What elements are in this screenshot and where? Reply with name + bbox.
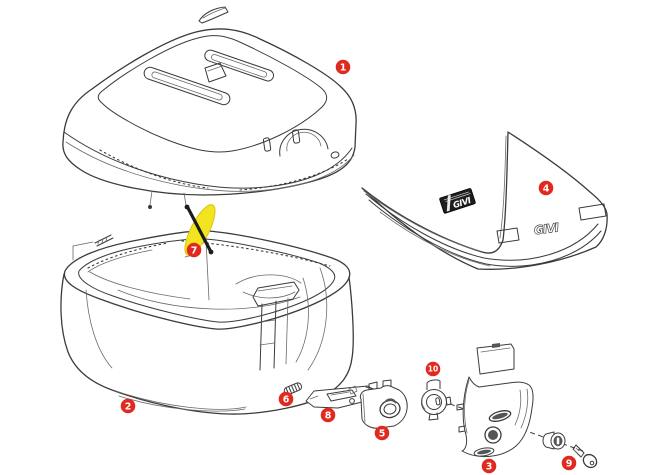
part-badge-5: 5 [374,425,390,441]
part-badge-3: 3 [481,458,497,474]
badge-layer: 1 2 3 4 5 6 7 8 9 10 [120,59,577,474]
base-case-part-2 [60,230,354,415]
lid-center-opening [204,62,227,83]
lock-cylinder-key-part-9 [542,431,598,469]
latch-plate-part-8 [305,385,381,409]
svg-text:2: 2 [125,401,132,412]
lid-clip-right [291,129,301,144]
svg-text:4: 4 [543,183,550,194]
svg-text:10: 10 [428,365,438,374]
givi-embossed-logo: GIVI [533,220,560,237]
lock-cover-part-3 [456,343,534,458]
lid-lock-arc [279,128,329,157]
svg-text:9: 9 [566,458,573,469]
svg-text:8: 8 [325,410,332,421]
svg-text:5: 5 [379,428,386,439]
lid-vent-lower [143,66,231,106]
spoiler-slot-left [496,227,520,244]
part-badge-7: 7 [186,242,202,258]
lid-clip-left [262,137,272,152]
svg-text:1: 1 [340,62,347,73]
base-lock-channel [252,281,300,371]
svg-text:6: 6 [283,394,290,405]
bushing-part-10 [421,379,452,421]
part-badge-2: 2 [120,398,136,414]
svg-text:3: 3 [486,461,493,472]
spoiler-slot-right [578,203,607,221]
part-badge-9: 9 [561,455,577,471]
lid-small-cover [198,6,229,24]
key [572,444,598,469]
part-badge-6: 6 [278,391,294,407]
latch-housing-part-5 [348,379,408,429]
hinge-pin-part-7 [184,204,216,258]
givi-emblem-plate: GIVI [439,188,476,214]
lid-vent-upper [204,49,275,82]
lid-part-1 [62,6,357,209]
part-badge-10: 10 [425,361,441,377]
svg-text:7: 7 [191,245,198,256]
part-badge-4: 4 [538,180,554,196]
part-badge-8: 8 [320,407,336,423]
part-badge-1: 1 [335,59,351,75]
left-hinge-pin [72,234,114,261]
spoiler-part-4: GIVI GIVI [361,131,608,270]
